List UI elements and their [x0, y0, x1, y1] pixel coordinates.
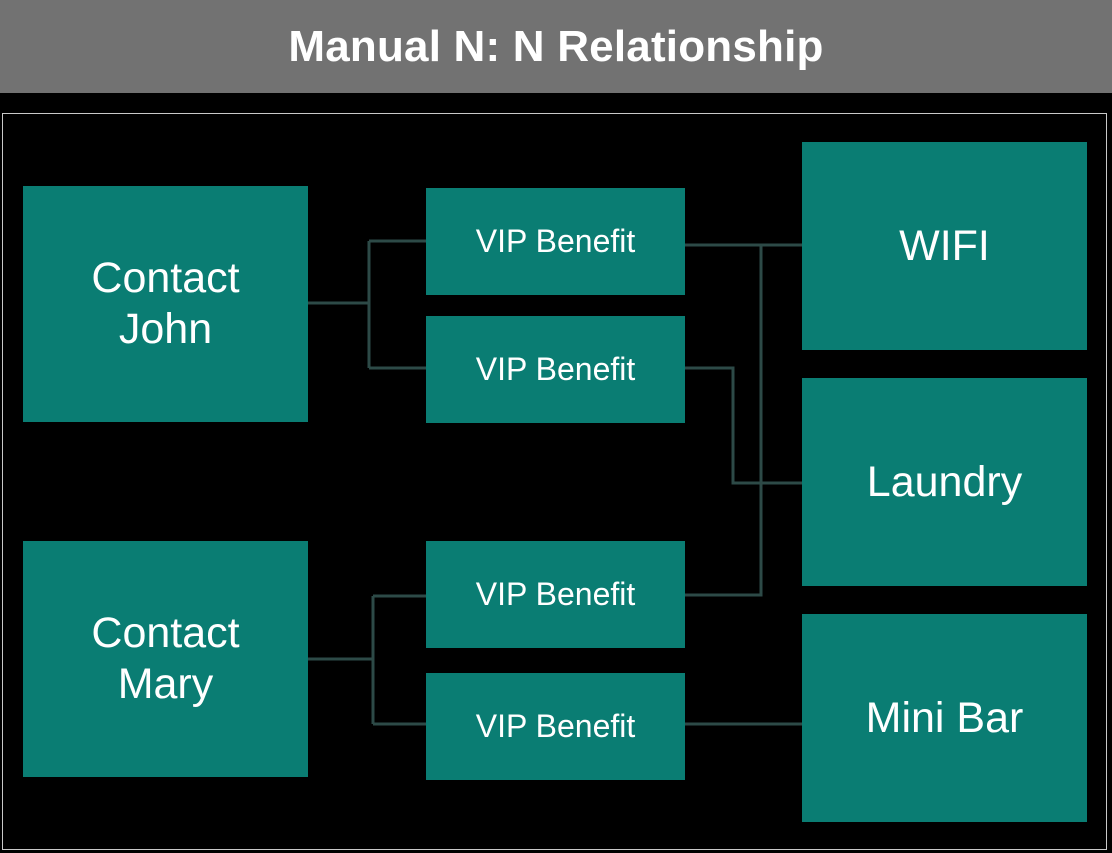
- page-title: Manual N: N Relationship: [288, 21, 824, 71]
- node-contact-mary[interactable]: Contact Mary: [23, 541, 308, 777]
- node-service-laundry[interactable]: Laundry: [802, 378, 1087, 586]
- node-contact-john[interactable]: Contact John: [23, 186, 308, 422]
- contact-label: Contact John: [91, 254, 240, 353]
- service-label: Laundry: [866, 457, 1023, 506]
- benefit-label: VIP Benefit: [475, 222, 636, 259]
- benefit-label: VIP Benefit: [475, 575, 636, 612]
- node-vip-benefit-1[interactable]: VIP Benefit: [426, 188, 685, 295]
- benefit-label: VIP Benefit: [475, 350, 636, 387]
- service-label: WIFI: [899, 221, 990, 270]
- node-service-wifi[interactable]: WIFI: [802, 142, 1087, 350]
- contact-label: Contact Mary: [91, 609, 240, 708]
- service-label: Mini Bar: [865, 693, 1024, 742]
- node-vip-benefit-2[interactable]: VIP Benefit: [426, 316, 685, 423]
- node-vip-benefit-4[interactable]: VIP Benefit: [426, 673, 685, 780]
- benefit-label: VIP Benefit: [475, 707, 636, 744]
- node-vip-benefit-3[interactable]: VIP Benefit: [426, 541, 685, 648]
- node-service-mini-bar[interactable]: Mini Bar: [802, 614, 1087, 822]
- header-band: Manual N: N Relationship: [0, 0, 1112, 93]
